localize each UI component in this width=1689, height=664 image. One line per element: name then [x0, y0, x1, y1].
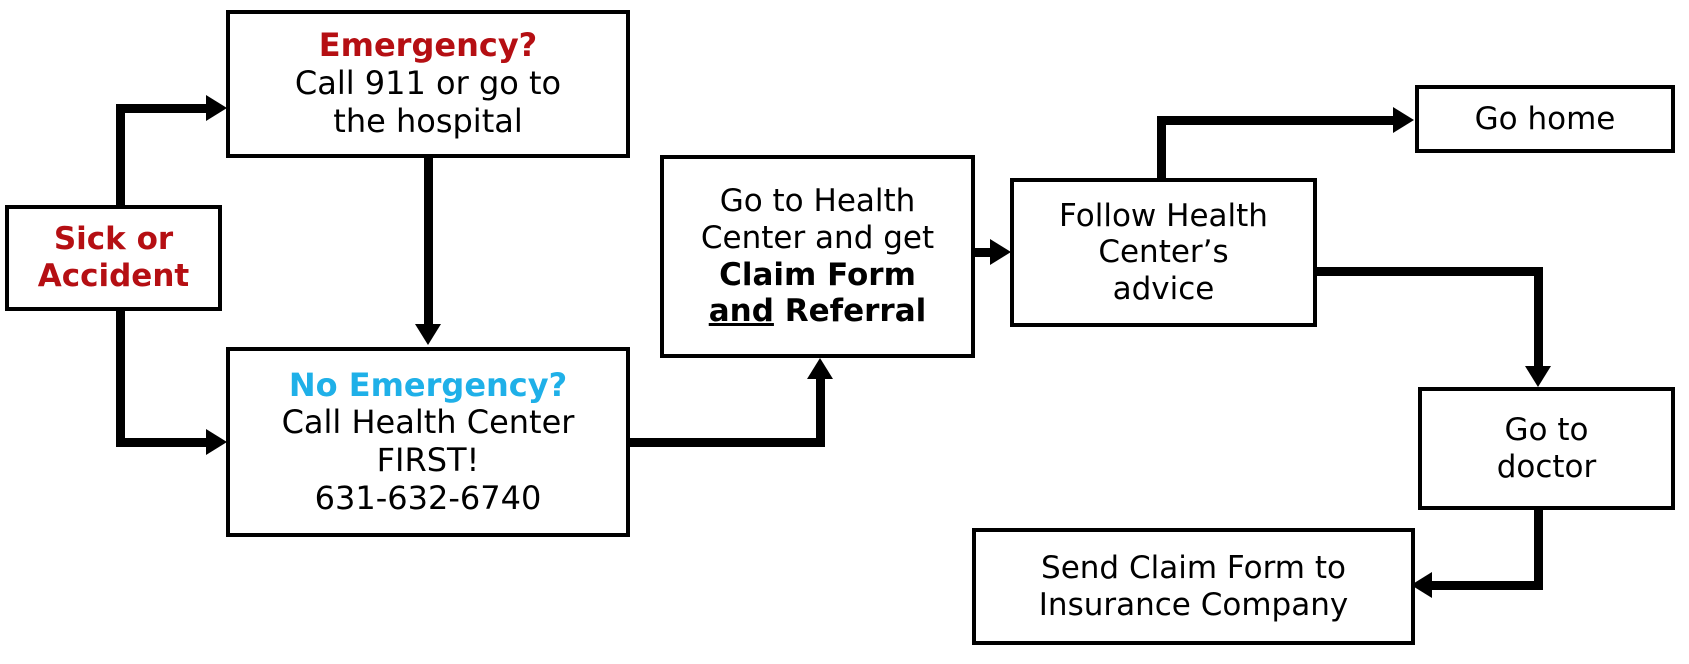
- edge-health-center-to-follow-advice: [975, 248, 995, 257]
- node-go-home[interactable]: Go home: [1415, 85, 1675, 153]
- edge-sick-to-no-emergency-vertical: [116, 306, 125, 447]
- edge-follow-advice-to-go-home-horizontal: [1157, 116, 1399, 125]
- health-center-claim-form: Claim Form: [719, 256, 916, 293]
- health-center-referral-word: Referral: [784, 293, 927, 330]
- no-emergency-line-2: Call Health Center: [281, 403, 575, 442]
- edge-no-emergency-to-health-center-horizontal: [626, 438, 825, 447]
- sick-or-accident-line-1: Sick or: [53, 221, 174, 258]
- follow-advice-line-1: Follow Health: [1059, 197, 1268, 234]
- arrowhead-into-emergency: [206, 95, 227, 121]
- node-go-to-health-center[interactable]: Go to Health Center and get Claim Form a…: [660, 155, 975, 358]
- sick-or-accident-line-2: Accident: [37, 258, 190, 294]
- node-send-claim-form[interactable]: Send Claim Form to Insurance Company: [972, 528, 1415, 645]
- health-center-and-word: and: [708, 293, 774, 330]
- arrowhead-into-send-claim-form: [1411, 572, 1432, 598]
- edge-doctor-to-send-claim-horizontal: [1432, 581, 1543, 590]
- node-sick-or-accident[interactable]: Sick or Accident: [5, 205, 222, 311]
- edge-no-emergency-to-health-center-vertical: [816, 378, 825, 442]
- health-center-line-1: Go to Health: [719, 183, 916, 220]
- edge-sick-to-emergency-horizontal: [116, 104, 214, 113]
- health-center-and-referral: and Referral: [709, 293, 927, 330]
- arrowhead-into-no-emergency-top: [415, 324, 441, 345]
- follow-advice-line-2: Center’s: [1098, 234, 1229, 271]
- no-emergency-phone-number: 631-632-6740: [314, 478, 542, 517]
- node-go-to-doctor[interactable]: Go to doctor: [1418, 387, 1675, 510]
- edge-follow-advice-to-doctor-vertical: [1534, 267, 1543, 370]
- edge-sick-to-emergency-vertical: [116, 104, 125, 209]
- arrowhead-into-follow-advice: [990, 239, 1011, 265]
- node-no-emergency[interactable]: No Emergency? Call Health Center FIRST! …: [226, 347, 630, 537]
- edge-sick-to-no-emergency-horizontal: [116, 438, 214, 447]
- emergency-line-1: Emergency?: [318, 26, 538, 65]
- node-emergency[interactable]: Emergency? Call 911 or go to the hospita…: [226, 10, 630, 158]
- health-center-line-2: Center and get: [700, 219, 935, 256]
- go-to-doctor-line-2: doctor: [1496, 448, 1597, 485]
- edge-follow-advice-to-go-home-vertical: [1157, 116, 1166, 182]
- edge-follow-advice-to-doctor-horizontal: [1315, 267, 1543, 276]
- emergency-line-2: Call 911 or go to: [294, 64, 562, 103]
- no-emergency-line-1: No Emergency?: [288, 365, 568, 404]
- arrowhead-into-no-emergency: [206, 429, 227, 455]
- emergency-line-3: the hospital: [333, 101, 523, 140]
- no-emergency-line-3: FIRST!: [376, 441, 480, 479]
- edge-doctor-to-send-claim-vertical: [1534, 506, 1543, 590]
- follow-advice-line-3: advice: [1112, 270, 1215, 307]
- send-claim-form-line-1: Send Claim Form to: [1041, 549, 1346, 586]
- arrowhead-into-go-home: [1393, 107, 1414, 133]
- send-claim-form-line-2: Insurance Company: [1038, 586, 1349, 623]
- node-follow-health-center-advice[interactable]: Follow Health Center’s advice: [1010, 178, 1317, 327]
- arrowhead-into-go-to-doctor: [1525, 366, 1551, 387]
- edge-emergency-to-no-emergency: [424, 156, 433, 326]
- go-home-label: Go home: [1474, 100, 1616, 137]
- go-to-doctor-line-1: Go to: [1504, 411, 1589, 448]
- arrowhead-into-health-center: [807, 358, 833, 379]
